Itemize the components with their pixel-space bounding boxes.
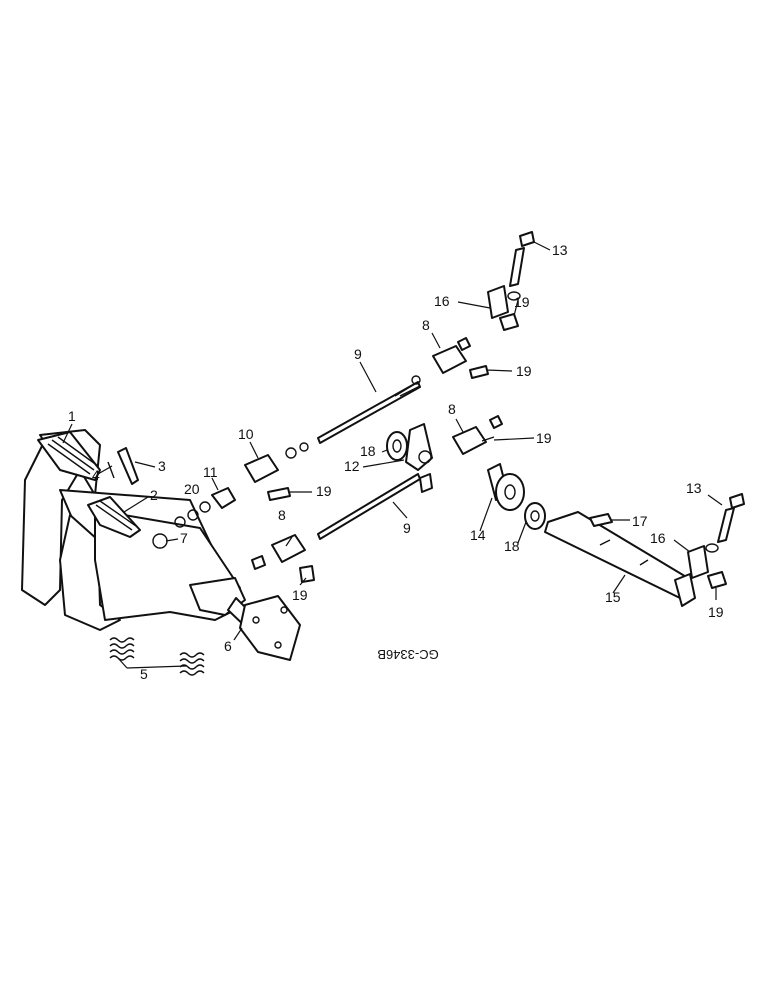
pin-3 xyxy=(117,447,139,485)
callout-20: 20 xyxy=(184,481,200,497)
callout-8-lower-left: 8 xyxy=(278,507,286,523)
washer-upper-rod xyxy=(299,442,309,452)
washer-18-lower xyxy=(524,502,546,530)
callout-14: 14 xyxy=(470,527,486,543)
callout-8-upper: 8 xyxy=(422,317,430,333)
upper-rod-9 xyxy=(317,381,421,444)
key-17 xyxy=(589,513,613,527)
nut-upper-rod xyxy=(285,447,297,459)
callout-9-lower: 9 xyxy=(403,520,411,536)
callout-13-upper: 13 xyxy=(552,242,568,258)
clevis-pins-19 xyxy=(267,313,727,589)
clevis-8-lower-left xyxy=(251,534,306,570)
nut-upper-rod-end xyxy=(411,375,421,385)
clevis-16-upper xyxy=(487,285,509,319)
pedal-pad-2 xyxy=(87,496,141,538)
pedal-pad-1 xyxy=(37,431,101,481)
callout-11: 11 xyxy=(203,464,218,480)
callout-19-d: 19 xyxy=(516,363,532,379)
clevis-8-upper xyxy=(432,337,471,374)
callout-2: 2 xyxy=(150,487,158,503)
clevis-10 xyxy=(244,454,279,483)
callout-19-f: 19 xyxy=(708,604,724,620)
callout-3: 3 xyxy=(158,458,166,474)
callout-18-upper: 18 xyxy=(360,443,376,459)
leader-lines xyxy=(62,241,723,669)
bolt-13-lower xyxy=(705,493,745,553)
drawing-code: GC-3346B xyxy=(377,647,438,662)
callout-19-c: 19 xyxy=(514,294,530,310)
callout-5: 5 xyxy=(140,666,148,682)
callout-9-upper: 9 xyxy=(354,346,362,362)
callout-19-a: 19 xyxy=(316,483,332,499)
bolt-13-upper xyxy=(507,231,535,301)
callout-18-lower: 18 xyxy=(504,538,520,554)
clevis-8-mid xyxy=(452,415,503,455)
callout-19-b: 19 xyxy=(292,587,308,603)
callout-7: 7 xyxy=(180,530,188,546)
washer-nut-group xyxy=(174,487,236,528)
callout-12: 12 xyxy=(344,458,360,474)
callout-17: 17 xyxy=(632,513,648,529)
callout-15: 15 xyxy=(605,589,621,605)
callout-labels: 1 2 3 4 5 6 7 8 8 8 9 9 10 11 12 13 13 1… xyxy=(68,242,724,682)
callout-4: 4 xyxy=(92,467,100,483)
callout-1: 1 xyxy=(68,408,76,424)
callout-16-lower: 16 xyxy=(650,530,666,546)
callout-10: 10 xyxy=(238,426,254,442)
callout-19-e: 19 xyxy=(536,430,552,446)
pin-4 xyxy=(107,461,115,479)
clevis-16-lower xyxy=(687,545,709,579)
lever-14 xyxy=(487,463,525,511)
callout-8-mid: 8 xyxy=(448,401,456,417)
return-springs xyxy=(109,637,205,676)
pivot-shaft-plate xyxy=(227,595,301,661)
callout-6: 6 xyxy=(224,638,232,654)
lever-12 xyxy=(386,423,433,493)
cross-shaft-15 xyxy=(544,511,696,607)
callout-16-upper: 16 xyxy=(434,293,450,309)
front-pedal-assembly xyxy=(59,509,246,631)
callout-13-lower: 13 xyxy=(686,480,702,496)
